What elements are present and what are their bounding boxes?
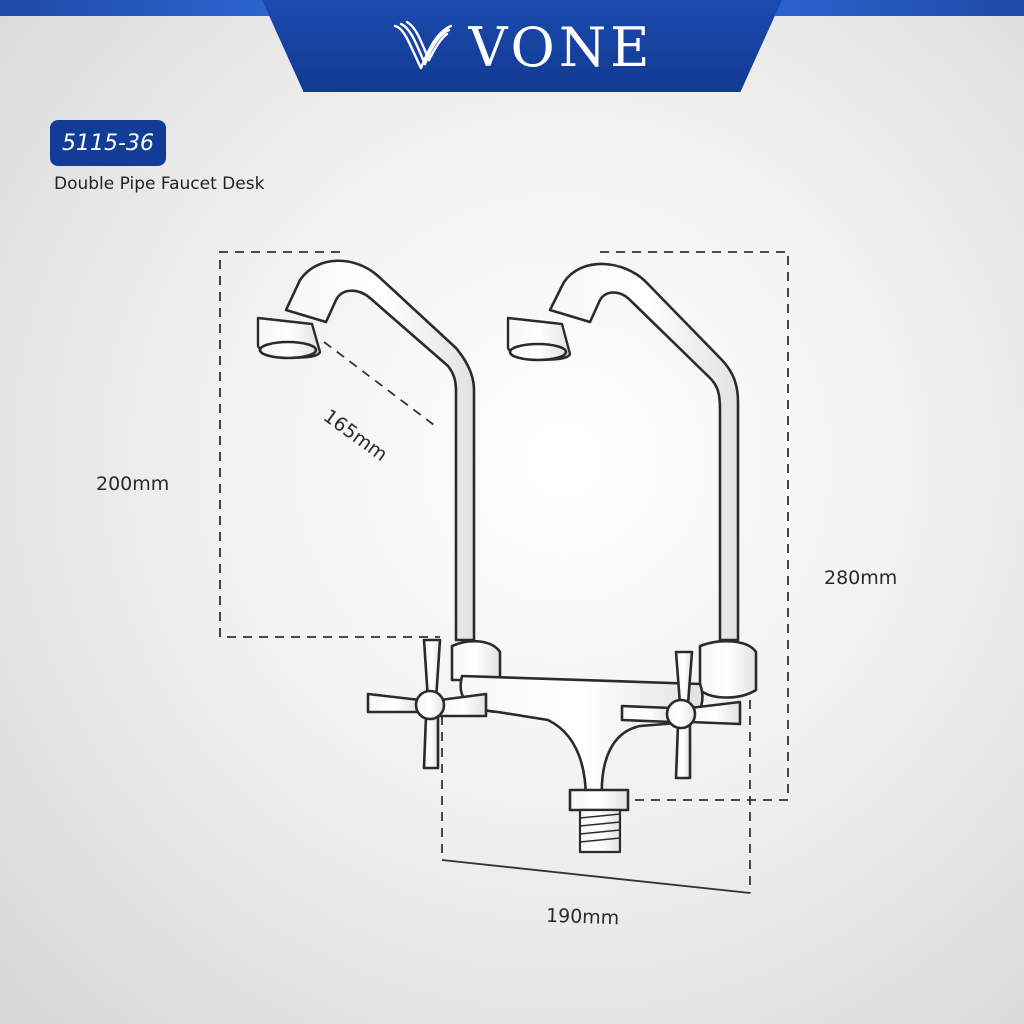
width-guide (441, 700, 751, 893)
dimension-guides (219, 251, 789, 893)
height-dimension-label: 200mm (96, 473, 170, 495)
brand-header: VONE (262, 0, 782, 92)
total-height-dimension-label: 280mm (824, 567, 898, 589)
width-dimension-line (441, 859, 751, 894)
brand-name: VONE (468, 16, 654, 79)
model-number: 5115-36 (62, 130, 154, 156)
left-spout (256, 259, 476, 642)
reach-guide (323, 341, 439, 429)
faucet-base (450, 639, 758, 854)
right-spout (506, 262, 740, 642)
product-name: Double Pipe Faucet Desk (54, 174, 265, 194)
right-cross-handle (620, 650, 742, 780)
width-dimension-label: 190mm (545, 904, 620, 930)
brand-header-tab (262, 0, 782, 92)
height-guide-box (219, 251, 440, 638)
wave-v-logo-icon (393, 20, 452, 70)
model-badge: 5115-36 (50, 120, 166, 166)
left-cross-handle (366, 638, 488, 770)
